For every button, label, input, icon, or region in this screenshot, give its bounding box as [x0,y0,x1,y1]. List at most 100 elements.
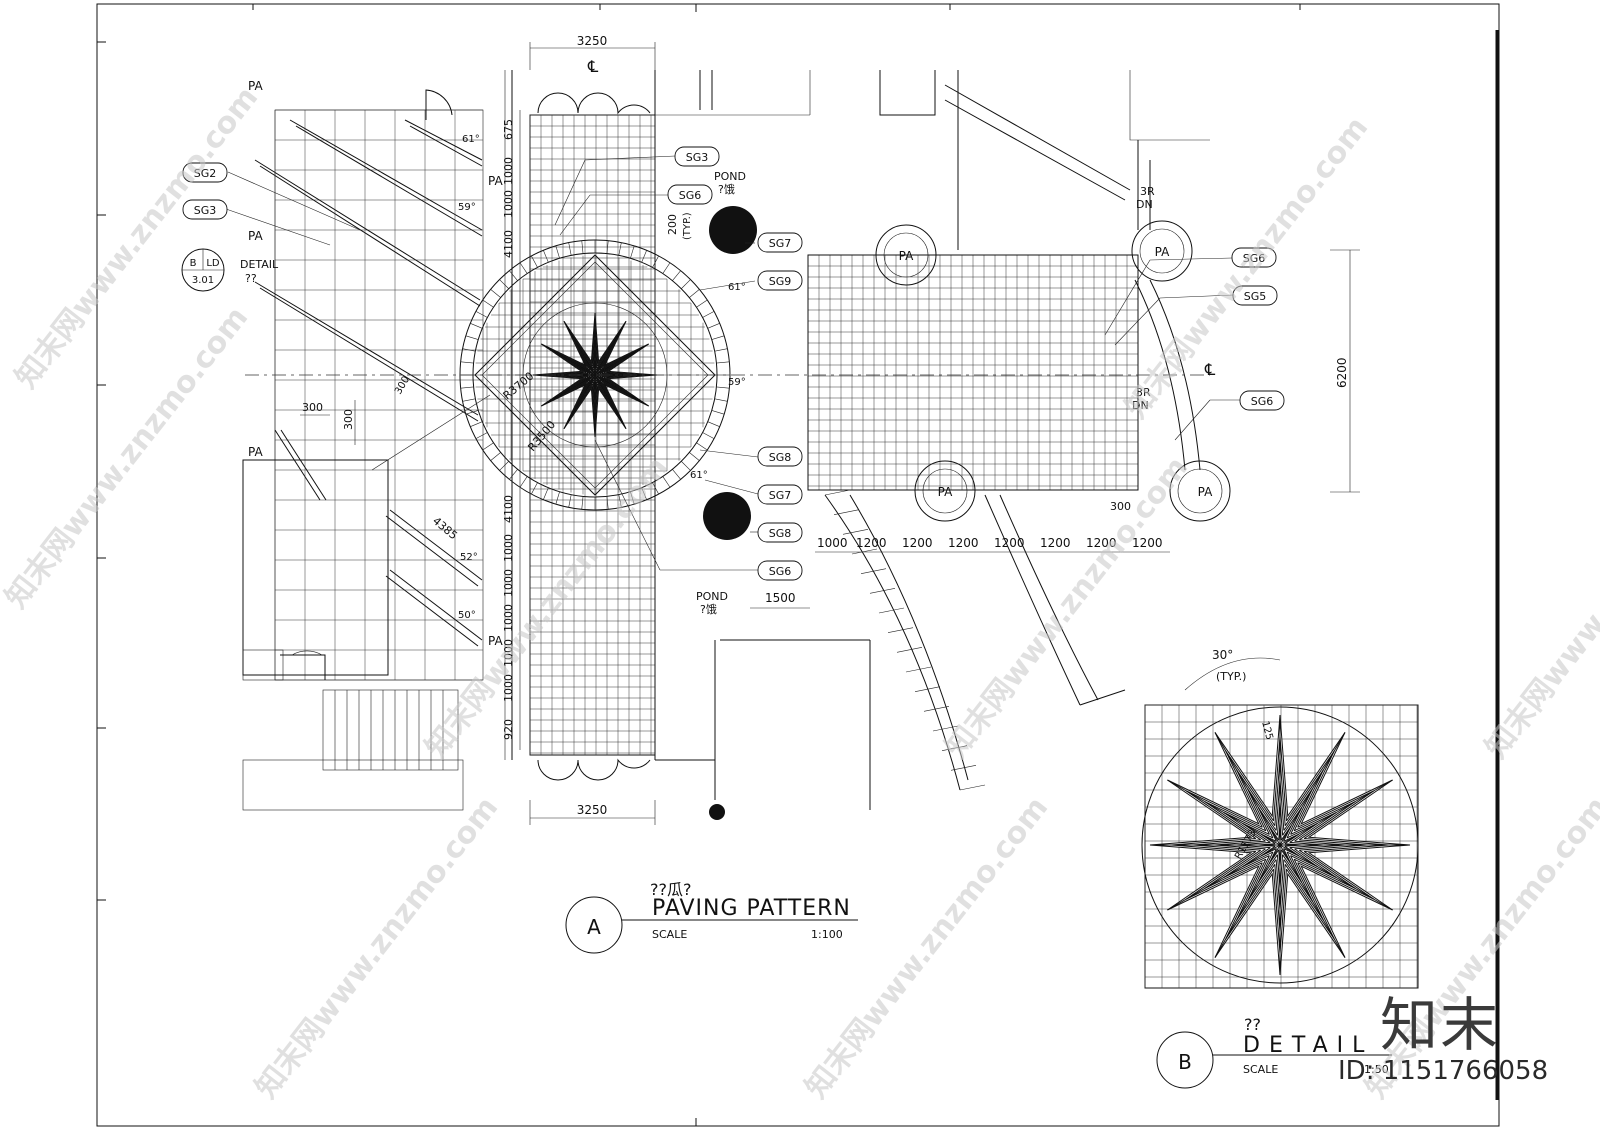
svg-text:1200: 1200 [856,536,887,550]
pond-edge [709,804,725,820]
detail-title: DETAIL [1243,1033,1373,1058]
id-label: ID: 1151766058 [1338,1056,1549,1086]
svg-text:SCALE: SCALE [652,928,687,941]
svg-text:59°: 59° [458,202,476,213]
detail-reference-bubble: B LD 3.01 DETAIL ?? [181,248,279,292]
svg-text:?饿: ?饿 [700,602,717,616]
svg-text:SG5: SG5 [1244,290,1267,303]
tag-sg6: SG6 [1231,247,1277,268]
svg-text:300: 300 [302,401,323,414]
svg-text:3250: 3250 [577,803,608,817]
pond-lower [703,492,751,540]
svg-text:1200: 1200 [1132,536,1163,550]
svg-text:??: ?? [1244,1015,1261,1034]
left-door [425,89,453,120]
sheet-border [96,3,1500,1127]
svg-text:PA: PA [248,79,263,93]
svg-text:B: B [190,258,197,269]
svg-text:DN: DN [1132,399,1149,412]
bottom-doors [537,758,651,781]
svg-text:4100: 4100 [502,230,515,258]
svg-text:(TYP.): (TYP.) [1216,670,1246,683]
svg-text:SG6: SG6 [1243,252,1266,265]
svg-text:1200: 1200 [902,536,933,550]
svg-text:6200: 6200 [1335,357,1349,388]
svg-text:PA: PA [1198,485,1213,499]
svg-text:R3700: R3700 [501,369,537,402]
svg-text:SG8: SG8 [769,527,792,540]
svg-text:300: 300 [342,409,355,430]
svg-text:3.01: 3.01 [192,275,214,286]
svg-text:SG9: SG9 [769,275,792,288]
svg-text:A: A [587,915,601,939]
tag-sg6: SG6 [757,560,803,581]
tag-sg6: SG6 [667,184,713,205]
drawing-a-marker: A ??瓜? PAVING PATTERN SCALE 1:100 [565,880,858,954]
svg-text:知末网www.znzmo.com: 知末网www.znzmo.com [419,450,676,765]
svg-text:PA: PA [248,445,263,459]
tag-sg5: SG5 [1232,285,1278,306]
svg-text:PA: PA [938,485,953,499]
svg-text:61°: 61° [690,470,708,481]
svg-text:4385: 4385 [430,514,460,542]
paving-pattern-title: PAVING PATTERN [652,896,851,921]
svg-text:PA: PA [248,229,263,243]
svg-text:SG8: SG8 [769,451,792,464]
border-ticks [97,4,1301,1126]
svg-text:1200: 1200 [1086,536,1117,550]
svg-text:61°: 61° [462,134,480,145]
svg-text:300: 300 [393,374,412,396]
svg-text:1000: 1000 [502,157,515,185]
svg-text:SG7: SG7 [769,489,792,502]
svg-text:(TYP.): (TYP.) [682,212,693,240]
svg-text:LD: LD [206,258,220,269]
svg-text:1000: 1000 [502,604,515,632]
svg-text:SCALE: SCALE [1243,1063,1278,1076]
svg-text:SG2: SG2 [194,167,217,180]
svg-text:1200: 1200 [994,536,1025,550]
svg-text:知末网www.znzmo.com: 知末网www.znzmo.com [799,790,1056,1105]
right-paving-area [807,70,1210,791]
top-doors [537,92,651,115]
svg-text:3R: 3R [1136,386,1151,399]
svg-text:SG6: SG6 [769,565,792,578]
pa-labels: PA PA PA PA PA PA PA PA PA [248,79,1213,648]
vertical-path [504,70,871,810]
svg-text:SG3: SG3 [686,151,709,164]
left-stairs [242,689,464,811]
svg-text:℄: ℄ [587,57,599,76]
left-paving-area [242,89,484,811]
tag-sg8: SG8 [757,446,803,467]
svg-text:PA: PA [488,174,503,188]
drawing-b-marker: B ?? DETAIL SCALE 1:50 [1156,1015,1392,1089]
svg-text:4100: 4100 [502,495,515,523]
svg-text:DN: DN [1136,198,1153,211]
tag-sg6: SG6 [1239,390,1285,411]
svg-text:59°: 59° [728,377,746,388]
svg-text:1000: 1000 [502,569,515,597]
stair-labels: 3R DN 3R DN ℄ ℄ [587,57,1216,412]
tag-sg2: SG2 [182,162,228,183]
svg-text:SG6: SG6 [679,189,702,202]
svg-text:℄: ℄ [1204,360,1216,379]
svg-text:??: ?? [245,272,257,285]
svg-text:1000: 1000 [502,534,515,562]
svg-text:50°: 50° [458,610,476,621]
detail-b-drawing [1141,657,1419,989]
svg-text:知末网www.znzmo.com: 知末网www.znzmo.com [249,790,506,1105]
svg-text:SG6: SG6 [1251,395,1274,408]
svg-text:?饿: ?饿 [718,182,735,196]
svg-text:SG7: SG7 [769,237,792,250]
svg-text:1200: 1200 [1040,536,1071,550]
svg-text:POND: POND [696,590,728,603]
svg-text:??瓜?: ??瓜? [650,880,691,899]
svg-text:1200: 1200 [948,536,979,550]
svg-text:3250: 3250 [577,34,608,48]
tag-sg3: SG3 [182,199,228,220]
svg-text:知末网www.znzmo.com: 知末网www.znzmo.com [939,450,1196,765]
svg-text:DETAIL: DETAIL [240,258,279,271]
pond-labels: POND ?饿 POND ?饿 [696,170,746,616]
svg-text:PA: PA [899,249,914,263]
svg-text:52°: 52° [460,552,478,563]
